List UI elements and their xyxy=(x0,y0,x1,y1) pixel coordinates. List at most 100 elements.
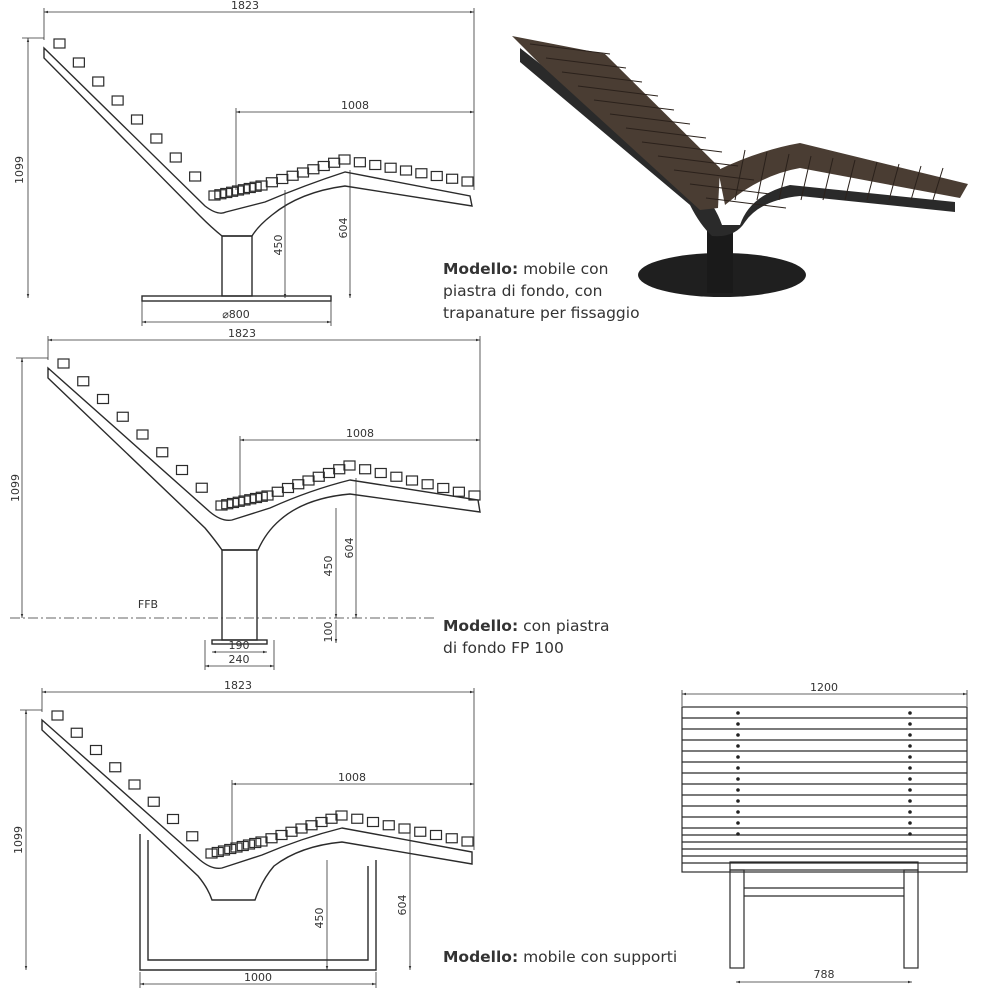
bolt-dot xyxy=(908,799,912,803)
render-slat xyxy=(657,155,739,167)
render-pedestal xyxy=(707,225,733,293)
slat xyxy=(325,813,338,824)
bolt-dot xyxy=(908,788,912,792)
caption-text-3a: mobile con supporti xyxy=(518,948,678,966)
slat xyxy=(295,823,308,834)
bolt-dot xyxy=(736,810,740,814)
dim-legspan-front: 788 xyxy=(814,968,835,981)
bolt-dot xyxy=(736,799,740,803)
side-view-fp100-model xyxy=(10,336,481,670)
slat xyxy=(414,826,427,837)
dim-height-1: 1099 xyxy=(13,156,26,184)
slat xyxy=(461,836,474,847)
dim-seat-len-1: 1008 xyxy=(341,99,369,112)
bolt-dot xyxy=(736,744,740,748)
pedestal xyxy=(221,235,253,297)
render-wood-seat xyxy=(718,143,968,205)
slat xyxy=(296,167,310,178)
render-slat xyxy=(577,85,659,97)
slat xyxy=(57,358,70,369)
slat xyxy=(92,76,105,87)
dim-outer-2: 240 xyxy=(229,653,250,666)
slat xyxy=(398,823,411,834)
footing-2 xyxy=(211,639,268,645)
front-crossbar xyxy=(729,861,919,871)
render-slat xyxy=(641,141,723,153)
caption-text-1b: piastra di fondo, con xyxy=(443,282,603,300)
render-slat xyxy=(822,157,834,201)
slat xyxy=(429,829,443,841)
dim-seat-h-3: 450 xyxy=(313,908,326,929)
slat xyxy=(130,114,144,125)
slat xyxy=(405,475,419,486)
slat xyxy=(445,833,458,844)
slat xyxy=(150,133,163,144)
front-slats-block xyxy=(681,706,968,873)
slat xyxy=(333,464,346,475)
bolt-dot xyxy=(908,832,912,836)
caption-fp100-model: Modello: con piastra di fondo FP 100 xyxy=(443,615,663,659)
dim-seat-len-3: 1008 xyxy=(338,771,366,784)
render-slat xyxy=(673,169,755,181)
render-slat xyxy=(910,165,922,201)
slat xyxy=(415,168,428,179)
render-slat xyxy=(778,153,790,201)
dim-seat-h-2: 450 xyxy=(322,556,335,577)
render-slat xyxy=(800,155,812,201)
slat xyxy=(359,464,372,475)
slat xyxy=(271,486,284,497)
bolt-dot xyxy=(736,832,740,836)
bolt-dot xyxy=(908,766,912,770)
slat xyxy=(70,727,83,738)
slat xyxy=(322,467,336,479)
bolt-dot xyxy=(908,810,912,814)
slat xyxy=(116,411,129,422)
slat xyxy=(421,479,434,490)
slat xyxy=(51,710,64,721)
dim-width-front: 1200 xyxy=(810,681,838,694)
product-render xyxy=(512,36,968,297)
slat xyxy=(72,57,85,68)
side-view-plate-model xyxy=(22,8,475,326)
slat xyxy=(255,180,268,191)
slat xyxy=(77,376,90,387)
slat xyxy=(186,831,199,842)
slat xyxy=(285,826,298,837)
bolt-dot xyxy=(736,711,740,715)
slat-row-3 xyxy=(51,710,474,859)
bolt-dot xyxy=(908,711,912,715)
dim-base-3: 1000 xyxy=(244,971,272,984)
slat xyxy=(286,170,299,181)
slat xyxy=(275,829,288,841)
slat xyxy=(265,833,278,844)
render-slat xyxy=(844,159,856,201)
lounger-frame-2 xyxy=(47,366,481,551)
bolt-dot xyxy=(908,755,912,759)
render-slat xyxy=(545,57,627,69)
slat xyxy=(437,482,450,494)
dim-top-h-2: 604 xyxy=(343,538,356,559)
dim-length-2: 1823 xyxy=(228,327,256,340)
dim-top-h-3: 604 xyxy=(396,895,409,916)
bolt-dot xyxy=(908,777,912,781)
slat xyxy=(255,836,268,847)
slat xyxy=(328,157,341,168)
slat xyxy=(351,813,364,824)
slat xyxy=(195,482,208,493)
caption-text-1a: mobile con xyxy=(518,260,609,278)
slat-row xyxy=(53,38,474,201)
slat xyxy=(446,173,459,184)
render-slat xyxy=(866,161,878,201)
bolt-dot xyxy=(736,788,740,792)
slat xyxy=(384,162,397,173)
slat xyxy=(211,846,224,858)
slat xyxy=(312,471,325,482)
slat xyxy=(276,173,289,185)
slat xyxy=(96,393,110,405)
slat xyxy=(335,810,348,821)
render-slat xyxy=(734,149,746,201)
slat xyxy=(461,176,474,187)
front-view xyxy=(681,690,968,984)
slat xyxy=(189,171,202,182)
bolt-dot xyxy=(908,733,912,737)
